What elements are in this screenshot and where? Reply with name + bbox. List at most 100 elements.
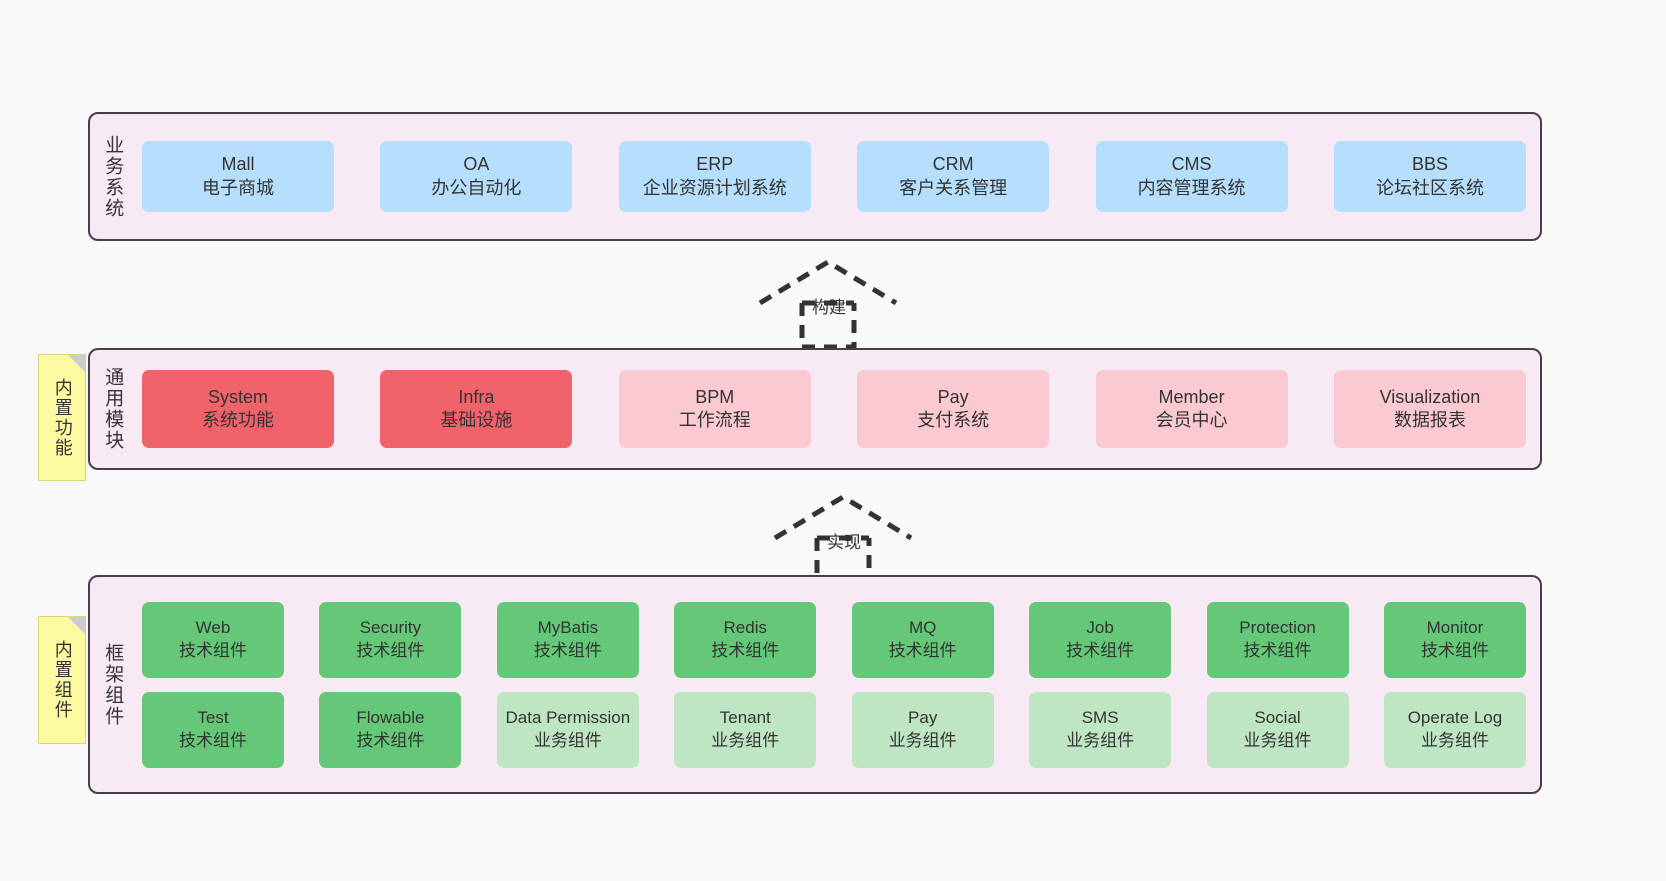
card-pay-component-desc: 业务组件	[888, 730, 957, 750]
card-visualization[interactable]: Visualization 数据报表	[1333, 370, 1526, 448]
business-card-row: Mall 电子商城 OA 办公自动化 ERP 企业资源计划系统 CRM 客户关系…	[142, 141, 1526, 212]
card-job-desc: 技术组件	[1066, 640, 1135, 660]
card-tenant-name: Tenant	[719, 708, 771, 728]
card-mall-name: Mall	[221, 154, 255, 175]
card-operate-log[interactable]: Operate Log 业务组件	[1383, 691, 1526, 768]
layer-framework-body: Web 技术组件 Security 技术组件 MyBatis 技术组件 Redi…	[134, 577, 1540, 792]
card-security-name: Security	[359, 618, 422, 638]
layer-framework-component: 框架组件 Web 技术组件 Security 技术组件 MyBatis 技术组件…	[88, 575, 1542, 794]
card-monitor-desc: 技术组件	[1420, 640, 1489, 660]
framework-card-row-1: Web 技术组件 Security 技术组件 MyBatis 技术组件 Redi…	[142, 601, 1526, 678]
card-visualization-name: Visualization	[1379, 386, 1481, 407]
note-builtin-components: 内置组件	[38, 616, 86, 744]
connector-build-arrow	[758, 259, 898, 350]
layer-business-body: Mall 电子商城 OA 办公自动化 ERP 企业资源计划系统 CRM 客户关系…	[134, 114, 1540, 239]
card-visualization-desc: 数据报表	[1393, 410, 1466, 430]
card-web-name: Web	[195, 618, 231, 638]
card-member-desc: 会员中心	[1155, 410, 1228, 430]
card-erp-name: ERP	[696, 154, 734, 175]
layer-framework-title: 框架组件	[102, 642, 124, 727]
card-oa-desc: 办公自动化	[431, 177, 522, 198]
card-pay-component-name: Pay	[908, 708, 938, 728]
card-flowable[interactable]: Flowable 技术组件	[319, 691, 462, 768]
card-pay-module[interactable]: Pay 支付系统	[857, 370, 1050, 448]
card-bbs-name: BBS	[1411, 154, 1448, 175]
card-member[interactable]: Member 会员中心	[1095, 370, 1288, 448]
card-mall-desc: 电子商城	[202, 177, 274, 198]
card-redis-desc: 技术组件	[711, 640, 780, 660]
card-mybatis-desc: 技术组件	[533, 640, 602, 660]
layer-business-system: 业务系统 Mall 电子商城 OA 办公自动化 ERP 企业资源计划系统 CRM…	[88, 112, 1542, 241]
layer-business-title: 业务系统	[102, 134, 124, 219]
note-builtin-functions-label: 内置功能	[52, 377, 73, 458]
card-mybatis-name: MyBatis	[537, 618, 599, 638]
card-security[interactable]: Security 技术组件	[319, 601, 462, 678]
card-protection-desc: 技术组件	[1243, 640, 1312, 660]
card-operate-log-desc: 业务组件	[1420, 730, 1489, 750]
connector-build-label: 构建	[812, 298, 846, 317]
card-tenant[interactable]: Tenant 业务组件	[674, 691, 817, 768]
card-pay-module-desc: 支付系统	[917, 410, 990, 430]
card-infra-desc: 基础设施	[440, 410, 513, 430]
card-erp-desc: 企业资源计划系统	[642, 177, 787, 198]
layer-common-body: System 系统功能 Infra 基础设施 BPM 工作流程 Pay 支付系统…	[134, 350, 1540, 468]
card-flowable-desc: 技术组件	[356, 730, 425, 750]
connector-build: 构建	[750, 255, 930, 355]
card-operate-log-name: Operate Log	[1407, 708, 1503, 728]
card-data-permission[interactable]: Data Permission 业务组件	[496, 691, 639, 768]
card-infra[interactable]: Infra 基础设施	[380, 370, 573, 448]
card-job[interactable]: Job 技术组件	[1029, 601, 1172, 678]
card-cms-desc: 内容管理系统	[1137, 177, 1246, 198]
card-test[interactable]: Test 技术组件	[142, 691, 284, 768]
card-test-desc: 技术组件	[179, 730, 247, 750]
card-erp[interactable]: ERP 企业资源计划系统	[618, 141, 811, 212]
card-pay-component[interactable]: Pay 业务组件	[851, 691, 994, 768]
card-web-desc: 技术组件	[179, 640, 247, 660]
card-test-name: Test	[197, 708, 229, 728]
card-cms[interactable]: CMS 内容管理系统	[1095, 141, 1288, 212]
connector-implement-label: 实现	[827, 533, 861, 552]
card-member-name: Member	[1158, 386, 1225, 407]
card-security-desc: 技术组件	[356, 640, 425, 660]
card-job-name: Job	[1086, 618, 1114, 638]
card-social[interactable]: Social 业务组件	[1206, 691, 1349, 768]
card-redis[interactable]: Redis 技术组件	[674, 601, 817, 678]
card-bpm[interactable]: BPM 工作流程	[618, 370, 811, 448]
card-system-desc: 系统功能	[202, 410, 274, 430]
card-redis-name: Redis	[723, 618, 767, 638]
framework-card-row-2: Test 技术组件 Flowable 技术组件 Data Permission …	[142, 691, 1526, 768]
card-bbs-desc: 论坛社区系统	[1375, 177, 1484, 198]
card-sms-name: SMS	[1081, 708, 1119, 728]
common-card-row: System 系统功能 Infra 基础设施 BPM 工作流程 Pay 支付系统…	[142, 370, 1526, 448]
card-infra-name: Infra	[458, 386, 495, 407]
card-system[interactable]: System 系统功能	[142, 370, 334, 448]
card-crm-name: CRM	[932, 154, 974, 175]
note-builtin-functions: 内置功能	[38, 354, 86, 481]
card-sms-desc: 业务组件	[1066, 730, 1135, 750]
card-mybatis[interactable]: MyBatis 技术组件	[496, 601, 639, 678]
card-social-name: Social	[1254, 708, 1301, 728]
card-bpm-desc: 工作流程	[678, 410, 751, 430]
card-monitor-name: Monitor	[1426, 618, 1484, 638]
card-pay-module-name: Pay	[937, 386, 969, 407]
layer-common-module: 通用模块 System 系统功能 Infra 基础设施 BPM 工作流程 Pay…	[88, 348, 1542, 470]
layer-common-title: 通用模块	[102, 367, 124, 451]
card-bbs[interactable]: BBS 论坛社区系统	[1333, 141, 1526, 212]
card-tenant-desc: 业务组件	[711, 730, 780, 750]
card-cms-name: CMS	[1171, 154, 1212, 175]
note-builtin-components-label: 内置组件	[52, 640, 73, 720]
card-system-name: System	[207, 386, 268, 407]
card-data-permission-desc: 业务组件	[533, 730, 602, 750]
card-oa[interactable]: OA 办公自动化	[380, 141, 573, 212]
card-protection[interactable]: Protection 技术组件	[1206, 601, 1349, 678]
card-mall[interactable]: Mall 电子商城	[142, 141, 334, 212]
card-mq-name: MQ	[908, 618, 937, 638]
card-monitor[interactable]: Monitor 技术组件	[1383, 601, 1526, 678]
card-sms[interactable]: SMS 业务组件	[1029, 691, 1172, 768]
card-crm[interactable]: CRM 客户关系管理	[857, 141, 1050, 212]
card-mq[interactable]: MQ 技术组件	[851, 601, 994, 678]
card-web[interactable]: Web 技术组件	[142, 601, 284, 678]
card-bpm-name: BPM	[695, 386, 735, 407]
card-flowable-name: Flowable	[356, 708, 425, 728]
